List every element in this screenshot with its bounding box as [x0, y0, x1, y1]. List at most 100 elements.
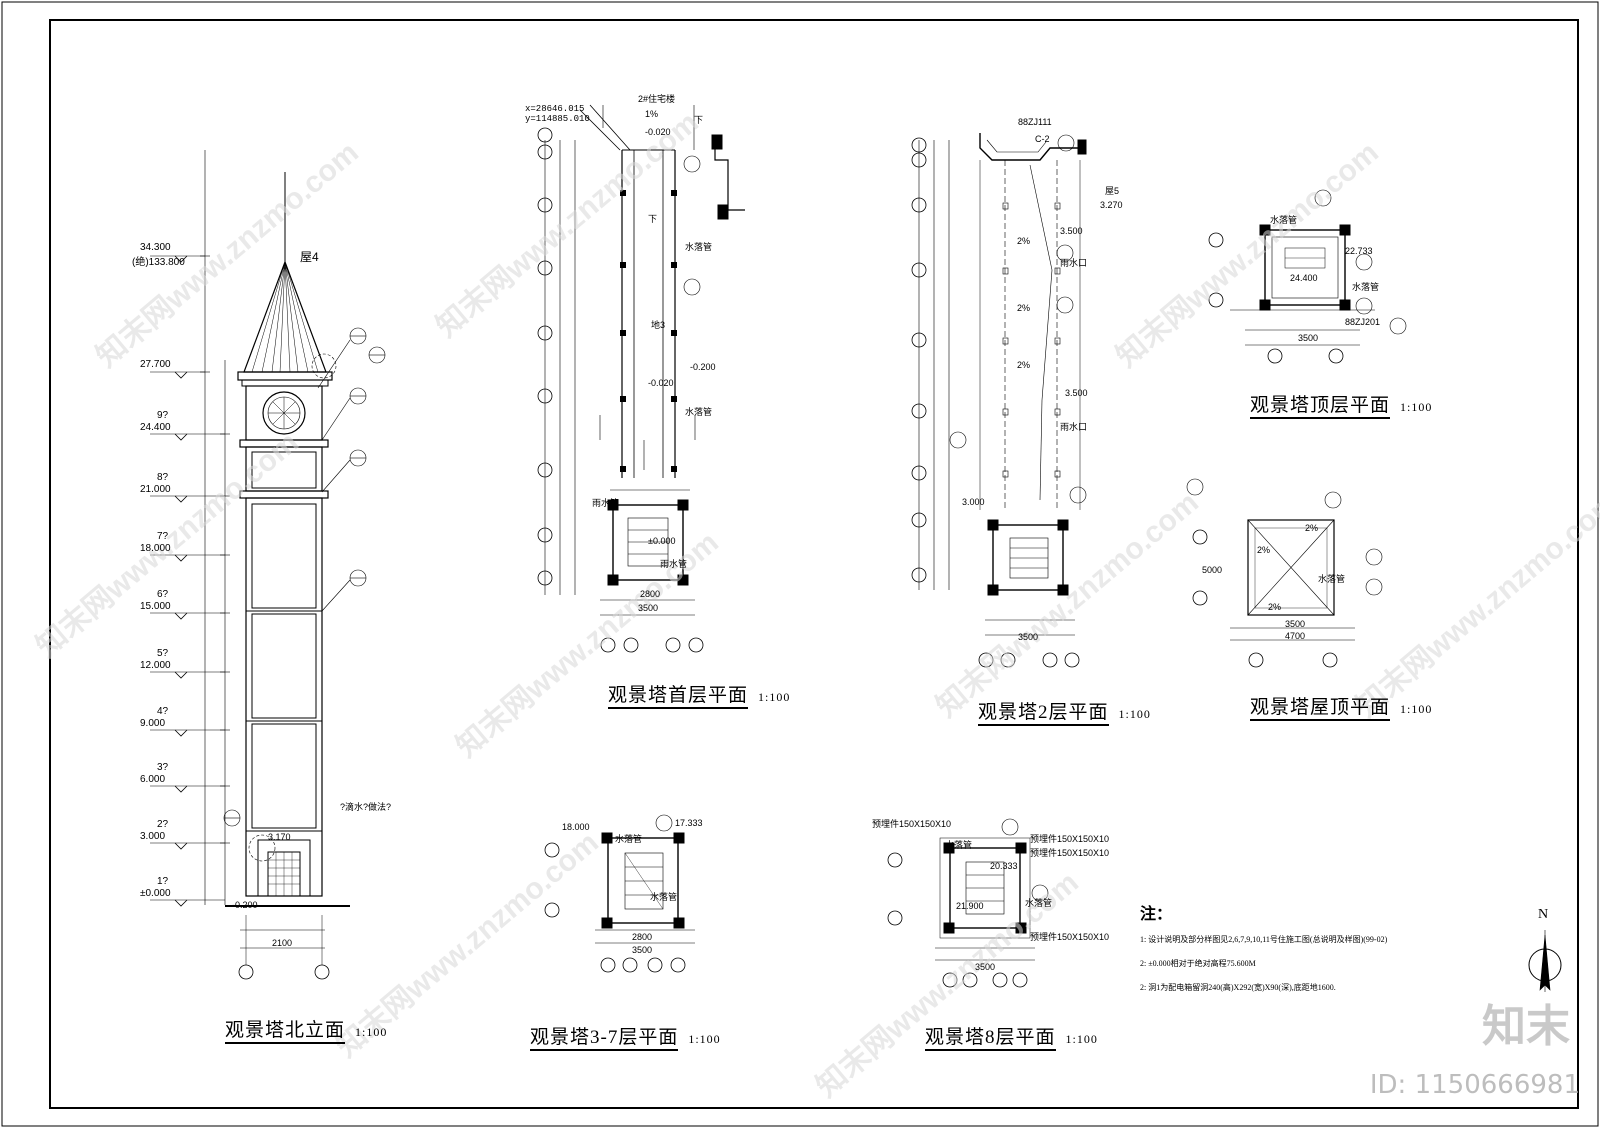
level-floor-name: 9? [157, 410, 169, 421]
top-floor-plan-drawing [1208, 189, 1407, 364]
eighth-floor-plan-drawing [887, 818, 1049, 988]
level-22733: 22.733 [1345, 246, 1373, 256]
dim-inner: 2800 [640, 589, 661, 599]
down-label: 下 [694, 115, 704, 125]
dim-4700: 4700 [1285, 631, 1306, 641]
floors-3-7-plan-drawing [544, 814, 695, 973]
rain-pipe-label: 雨水管 [592, 498, 620, 508]
north-arrow-drawing [1528, 930, 1562, 992]
downpipe-label: 水落管 [685, 242, 713, 252]
level-floor-name: 6? [157, 589, 169, 600]
embed-label: 预埋件150X150X10 [872, 819, 952, 829]
level-label: 3.000 [140, 831, 166, 842]
note-item: 1: 设计说明及部分样图见2,6,7,9,10,11号住施工图(总说明及样图)(… [1140, 935, 1388, 944]
embed-label: 预埋件150X150X10 [1030, 848, 1110, 858]
callout-water: ?滴水?做法? [340, 802, 392, 812]
dim-total: 3500 [638, 603, 659, 613]
dim-inner: 2800 [632, 932, 653, 942]
downpipe-label: 水落管 [650, 892, 678, 902]
north-label: N [1538, 907, 1549, 922]
mark-label: 地3 [651, 320, 666, 330]
downpipe-label: 水落管 [945, 840, 973, 850]
slope-label: 1% [645, 109, 659, 119]
level-m0200: -0.200 [232, 900, 258, 910]
downpipe-label: 水落管 [1270, 215, 1298, 225]
roof-label: 屋4 [300, 250, 319, 264]
level-label: 9.000 [140, 718, 166, 729]
level-right: 17.333 [675, 818, 703, 828]
dim-total: 3500 [632, 945, 653, 955]
level-label: 6.000 [140, 774, 166, 785]
rain-outlet-label: 雨水口 [1060, 422, 1088, 432]
roof-label: 屋5 [1105, 186, 1120, 196]
notes-heading: 注： [1140, 906, 1173, 923]
slope-label: 2% [1017, 236, 1031, 246]
level-3500: 3.500 [1060, 226, 1083, 236]
level-lines [150, 255, 225, 901]
dim-2100: 2100 [272, 938, 293, 948]
note-item: 2: ±0.000相对于绝对高程75.600M [1140, 959, 1256, 968]
embed-label: 预埋件150X150X10 [1030, 932, 1110, 942]
coord-y: y=114885.010 [525, 114, 590, 124]
downpipe-label: 水落管 [1352, 282, 1380, 292]
slope-label: 2% [1268, 602, 1282, 612]
level-floor-name: 8? [157, 472, 169, 483]
level-m0200: -0.200 [690, 362, 716, 372]
level-left: 18.000 [562, 822, 590, 832]
downpipe-label: 水落管 [1025, 898, 1053, 908]
reference-label: 88ZJ111 [1018, 117, 1052, 127]
level-m0020: -0.020 [645, 127, 671, 137]
level-floor-name: 3? [157, 762, 169, 773]
north-elevation-drawing [150, 150, 386, 980]
level-3170: 3.170 [268, 832, 291, 842]
rain-outlet-label: 雨水口 [1060, 258, 1088, 268]
grid-bubbles [537, 127, 553, 586]
level-triangles [174, 255, 188, 907]
roof-plan-drawing [1186, 478, 1383, 668]
downpipe-label: 水落管 [685, 407, 713, 417]
level-label: ±0.000 [140, 888, 171, 899]
downpipe-label: 水落管 [615, 834, 643, 844]
level-3000: 3.000 [962, 497, 985, 507]
slope-label: 2% [1257, 545, 1271, 555]
dim-total: 3500 [975, 962, 996, 972]
level-m0020: -0.020 [648, 378, 674, 388]
image-id: ID: 1150666981 [1369, 1070, 1580, 1100]
level-3500: 3.500 [1065, 388, 1088, 398]
level-20333: 20.333 [990, 861, 1018, 871]
dim-3500: 3500 [1285, 619, 1306, 629]
design-notes: 注： 1: 设计说明及部分样图见2,6,7,9,10,11号住施工图(总说明及样… [1140, 900, 1440, 1006]
level-label-absolute: (绝)133.800 [132, 257, 185, 268]
dim-total: 3500 [1018, 632, 1039, 642]
embed-label: 预埋件150X150X10 [1030, 834, 1110, 844]
level-label: 24.400 [140, 422, 171, 433]
slope-label: 2% [1017, 303, 1031, 313]
note-item: 2: 洞1为配电箱留洞240(高)X292(宽)X90(深),底距地1600. [1140, 983, 1336, 992]
level-floor-name: 1? [157, 876, 169, 887]
brand-logo: 知末 [1482, 1001, 1570, 1052]
level-floor-name: 7? [157, 531, 169, 542]
level-label: 15.000 [140, 601, 171, 612]
dim-total: 3500 [1298, 333, 1319, 343]
rain-pipe-label: 雨水管 [660, 559, 688, 569]
level-label: 12.000 [140, 660, 171, 671]
level-floor-name: 4? [157, 706, 169, 717]
level-floor-name: 5? [157, 648, 169, 659]
down-label: 下 [648, 214, 658, 224]
downpipe-label: 水落管 [1318, 574, 1346, 584]
second-floor-plan-drawing [911, 133, 1087, 668]
reference-label: 88ZJ201 [1345, 317, 1381, 327]
level-label: 34.300 [140, 242, 171, 253]
window-label: C-2 [1035, 134, 1050, 144]
level-floor-name: 2? [157, 819, 169, 830]
slope-label: 2% [1305, 523, 1319, 533]
